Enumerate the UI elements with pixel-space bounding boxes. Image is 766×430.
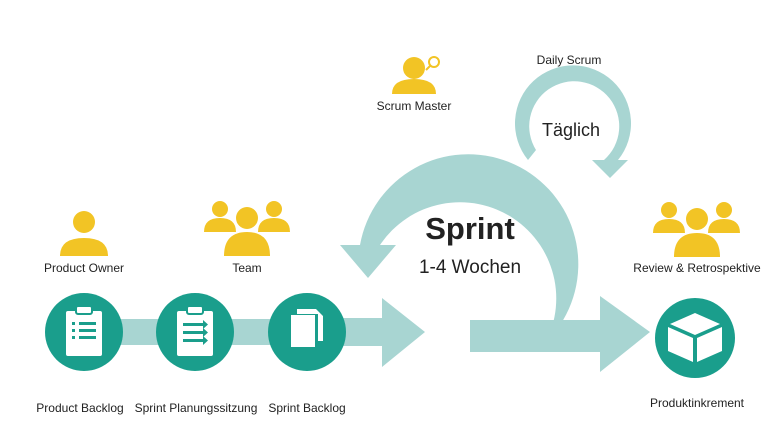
- scrum-master-label: Scrum Master: [377, 99, 452, 113]
- review-retrospective: Review & Retrospektive: [633, 202, 761, 275]
- group-icon: [204, 201, 290, 256]
- box-icon: [668, 313, 722, 362]
- product-backlog-label: Product Backlog: [36, 401, 123, 415]
- clipboard-arrows-icon: [177, 305, 213, 356]
- product-owner: Product Owner: [44, 211, 124, 275]
- input-arrow: [340, 298, 425, 367]
- sprint-loop: [340, 154, 600, 352]
- team-label: Team: [232, 261, 261, 275]
- increment-node: Produktinkrement: [650, 298, 745, 410]
- scrum-master: Scrum Master: [377, 56, 452, 113]
- documents-icon: [291, 309, 323, 347]
- daily-loop: [515, 65, 631, 178]
- product-owner-label: Product Owner: [44, 261, 124, 275]
- review-label: Review & Retrospektive: [633, 261, 761, 275]
- daily-scrum-label: Daily Scrum: [537, 53, 602, 67]
- sprint-backlog-node: Sprint Backlog: [268, 293, 346, 415]
- team: Team: [204, 201, 290, 275]
- group-icon: [653, 202, 740, 257]
- product-backlog-node: Product Backlog: [36, 293, 124, 415]
- sprint-planning-node: Sprint Planungssitzung: [135, 293, 258, 415]
- sprint-duration: 1-4 Wochen: [419, 257, 521, 278]
- person-with-magnifier-icon: [392, 56, 440, 94]
- daily-frequency: Täglich: [542, 120, 600, 140]
- increment-label: Produktinkrement: [650, 396, 745, 410]
- sprint-planning-label: Sprint Planungssitzung: [135, 401, 258, 415]
- sprint-title: Sprint: [425, 211, 515, 246]
- sprint-backlog-label: Sprint Backlog: [268, 401, 345, 415]
- clipboard-list-icon: [66, 305, 102, 356]
- person-icon: [60, 211, 108, 256]
